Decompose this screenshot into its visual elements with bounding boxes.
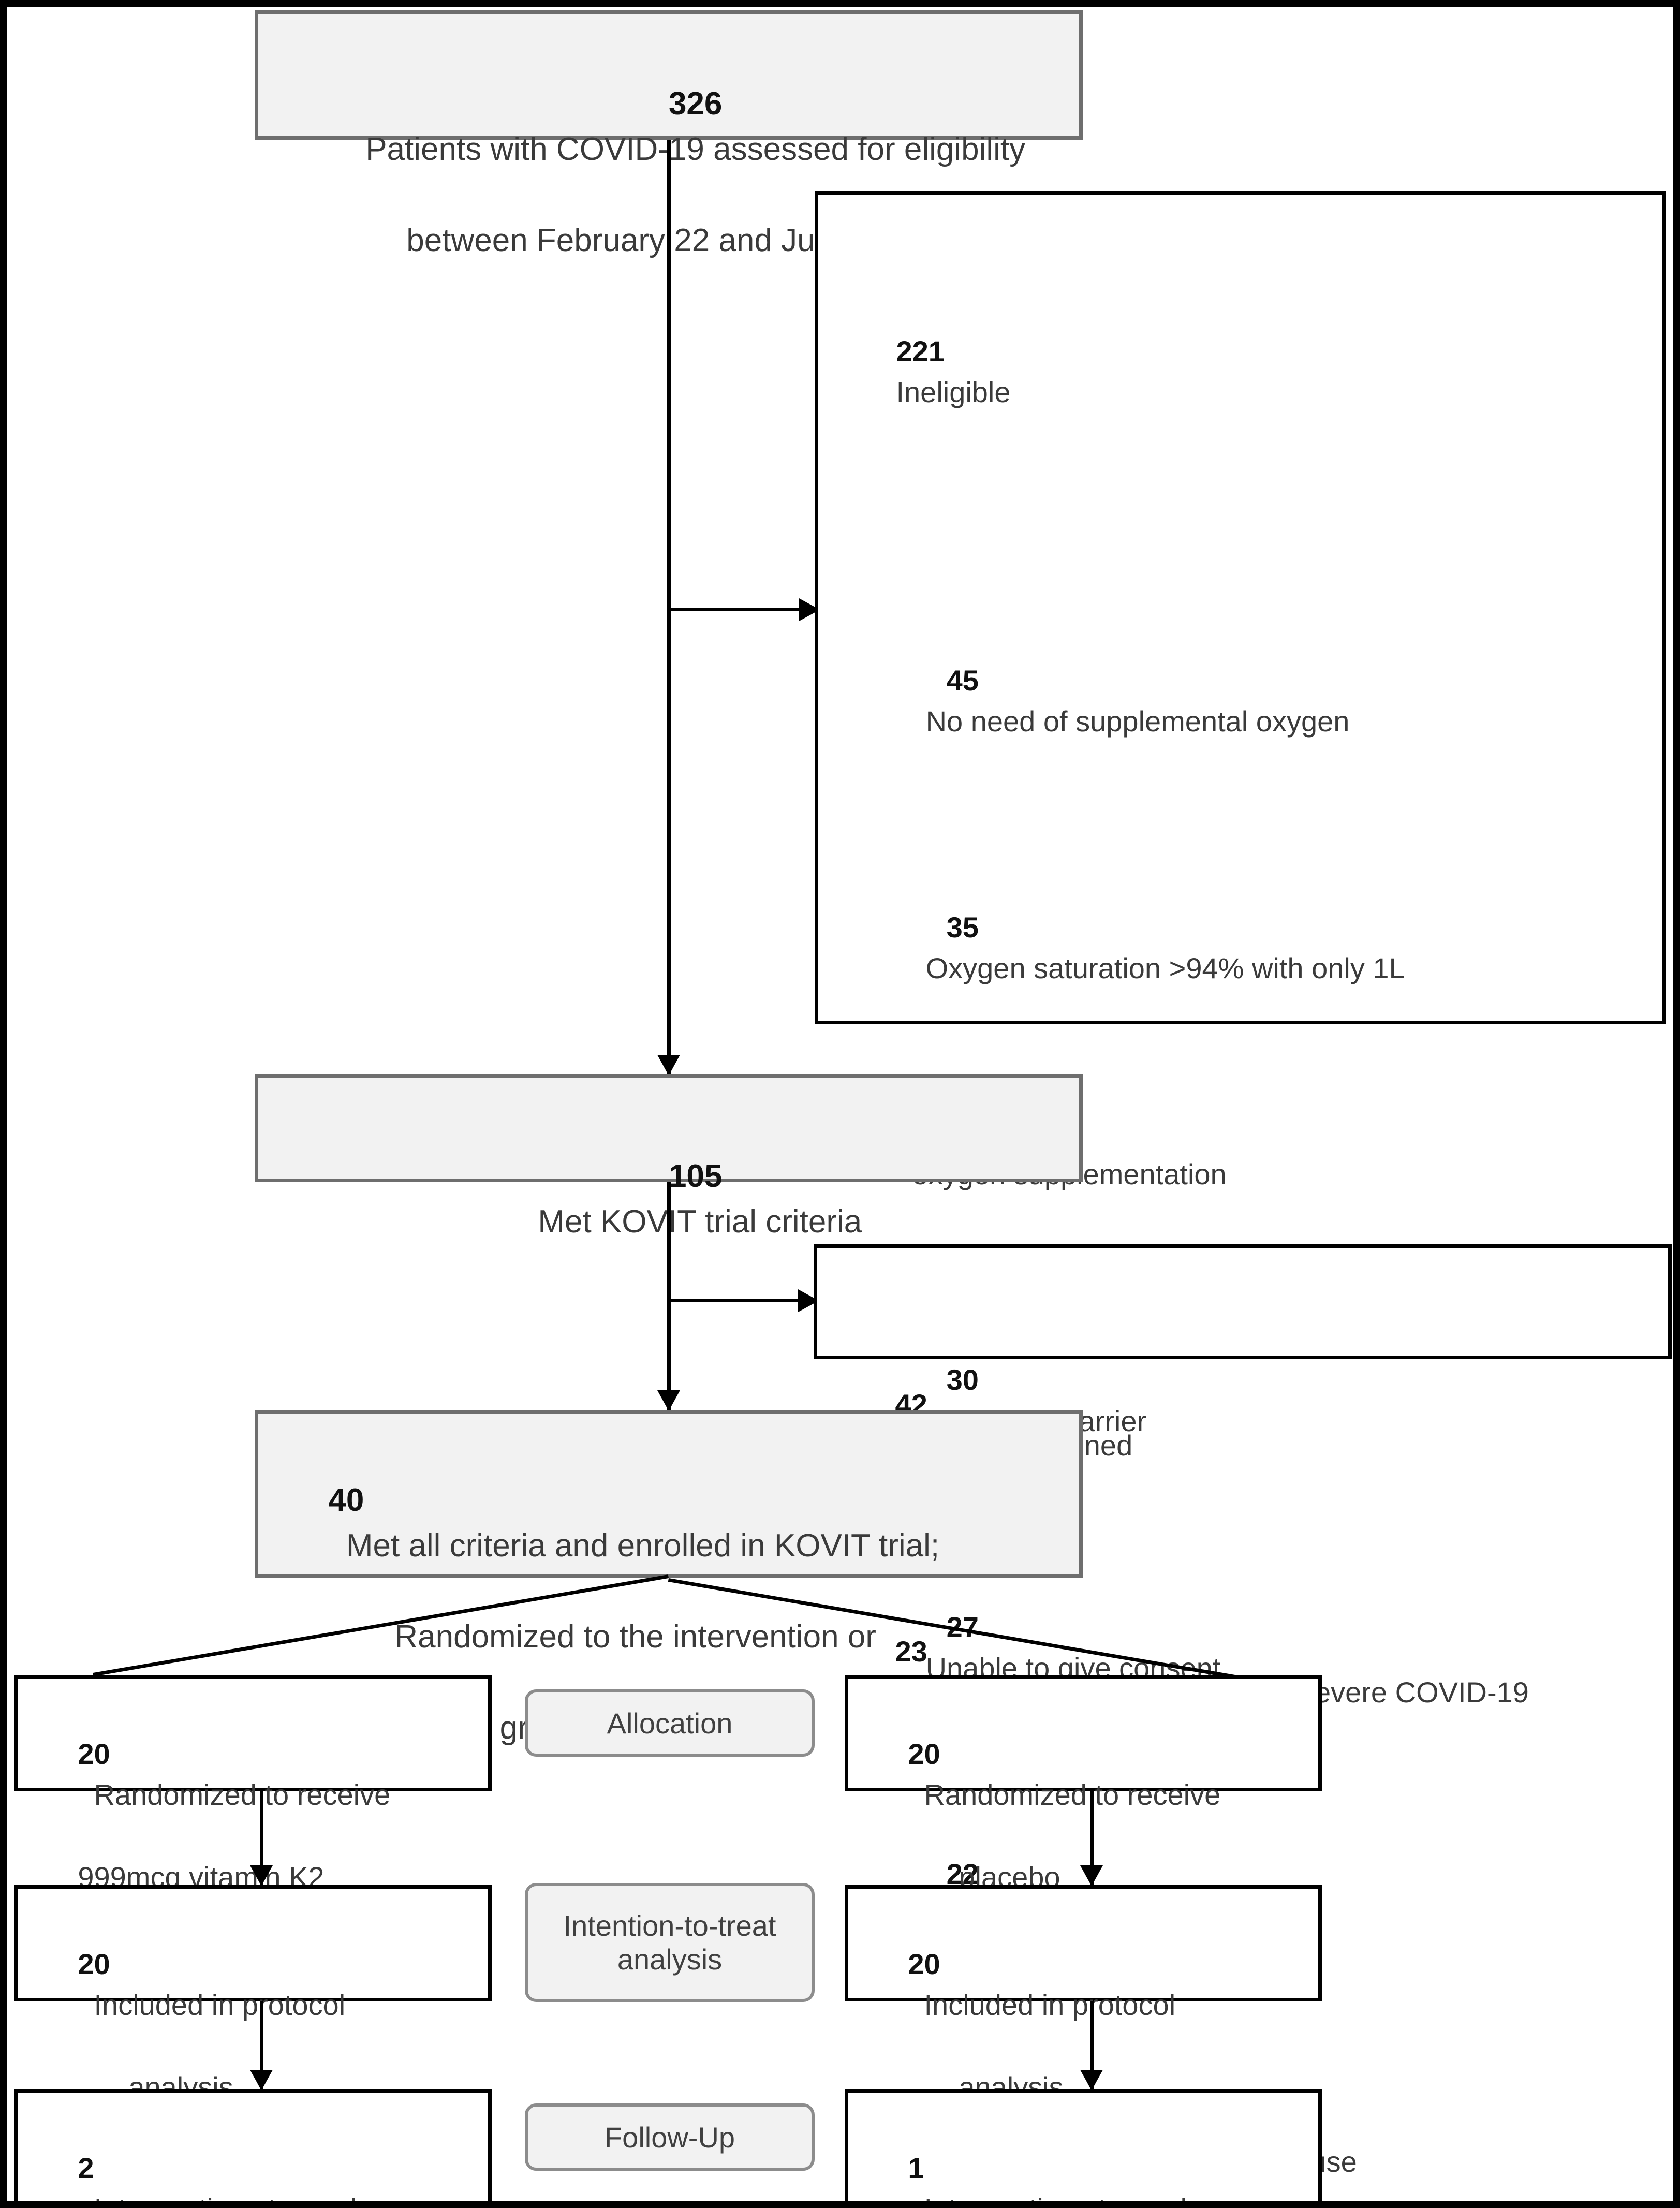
right-allocation-box: 20 Randomized to receive placebo bbox=[845, 1675, 1322, 1893]
stage-label-followup: Follow-Up bbox=[525, 2103, 815, 2171]
left-followup-box: 2 Intervention stopped during administra… bbox=[14, 2089, 492, 2201]
right-connector-2 bbox=[1090, 2001, 1094, 2089]
arrow-to-enrolled bbox=[657, 1390, 680, 1411]
reason-item: 45 No need of supplemental oxygen bbox=[925, 664, 1350, 738]
ineligible-box: 221 Ineligible 45 No need of supplementa… bbox=[815, 191, 1666, 2178]
connector-criteria-vertical bbox=[667, 1182, 671, 1410]
left-arrow-1 bbox=[250, 1865, 273, 1886]
met-criteria-box: 105 Met KOVIT trial criteria bbox=[255, 1074, 1083, 1240]
right-followup-box: 1 Intervention stopped during administra… bbox=[845, 2089, 1322, 2201]
reason-item: 35 Oxygen saturation >94% with only 1L bbox=[925, 910, 1405, 985]
left-arrow-2 bbox=[250, 2070, 273, 2091]
consent-exclusion-box: 42 Consent declined 23 Unable to give co… bbox=[814, 1244, 1672, 1709]
left-connector-2 bbox=[260, 2001, 263, 2089]
arrow-to-criteria bbox=[657, 1055, 680, 1076]
enrolled-randomized-box: 40 Met all criteria and enrolled in KOVI… bbox=[255, 1410, 1083, 1746]
criteria-label: Met KOVIT trial criteria bbox=[538, 1204, 862, 1240]
criteria-count: 105 bbox=[668, 1158, 723, 1195]
right-arrow-1 bbox=[1080, 1865, 1103, 1886]
connector-consent-horizontal bbox=[667, 1299, 822, 1302]
assessed-for-eligibility-box: 326 Patients with COVID-19 assessed for … bbox=[255, 10, 1083, 258]
stage-label-allocation: Allocation bbox=[525, 1689, 815, 1757]
enrolled-line1: Met all criteria and enrolled in KOVIT t… bbox=[346, 1528, 940, 1564]
left-analysis-box: 20 Included in protocol analysis bbox=[14, 1885, 492, 2103]
left-allocation-box: 20 Randomized to receive 999mcg vitamin … bbox=[14, 1675, 492, 1893]
ineligible-header: 221 Ineligible bbox=[896, 334, 1011, 409]
enrolled-line2: Randomized to the intervention or bbox=[394, 1619, 876, 1655]
connector-ineligible-horizontal bbox=[667, 608, 822, 611]
assessed-count: 326 bbox=[668, 86, 723, 122]
connector-top-vertical bbox=[667, 140, 671, 1074]
right-arrow-2 bbox=[1080, 2070, 1103, 2091]
assessed-label: Patients with COVID-19 assessed for elig… bbox=[365, 131, 1026, 168]
right-analysis-box: 20 Included in protocol analysis bbox=[845, 1885, 1322, 2103]
stage-label-intention-to-treat: Intention-to-treat analysis bbox=[525, 1883, 815, 2002]
left-connector-1 bbox=[260, 1791, 263, 1885]
enrolled-count: 40 bbox=[328, 1482, 364, 1519]
right-connector-1 bbox=[1090, 1791, 1094, 1885]
